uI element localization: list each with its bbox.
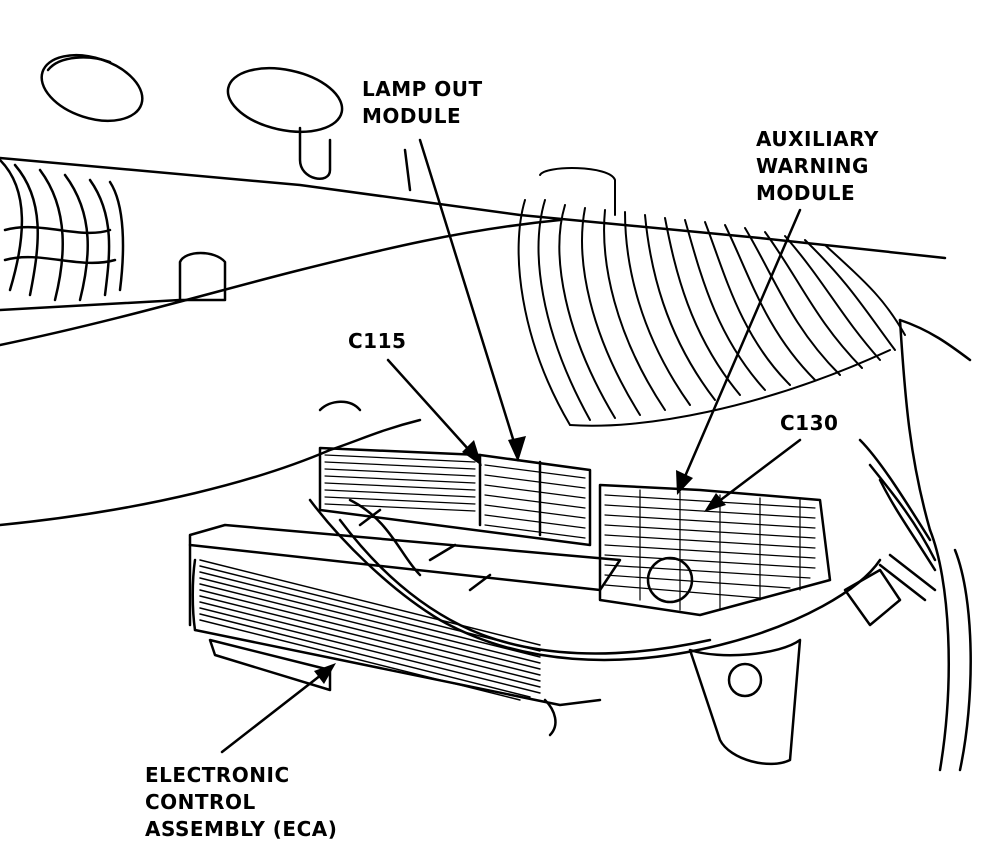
aux-warning-label-line1: AUXILIARY xyxy=(756,127,879,151)
c115-leader xyxy=(386,358,480,462)
aux-warning-label-line3: MODULE xyxy=(756,181,856,205)
eca-label-line3: ASSEMBLY (ECA) xyxy=(145,817,338,841)
panel-lower-edge xyxy=(0,218,562,347)
aux-warning-arrowhead xyxy=(676,470,693,495)
c115-arrowhead xyxy=(462,440,482,466)
c130-label: C130 xyxy=(780,410,838,437)
right-harness xyxy=(688,438,937,766)
aux-warning-module-hatch xyxy=(604,489,816,611)
right-panel-edge xyxy=(898,318,972,362)
lamp-out-label-line1: LAMP OUT xyxy=(362,77,483,101)
wiring-harness-tube xyxy=(308,498,882,662)
c115-label: C115 xyxy=(348,328,406,355)
aux-warning-module-body xyxy=(598,483,832,617)
leader-arrows xyxy=(220,138,802,754)
left-bracket xyxy=(178,251,227,302)
lamp-out-arrowhead xyxy=(508,436,526,462)
eca-leader xyxy=(220,666,332,754)
eca-fins xyxy=(199,559,541,701)
lamp-out-leader xyxy=(418,138,520,457)
left-wiring xyxy=(0,158,125,302)
lamp-out-module-body xyxy=(318,446,592,547)
eca-label-line1: ELECTRONIC xyxy=(145,763,290,787)
eca-label: ELECTRONIC CONTROL ASSEMBLY (ECA) xyxy=(145,762,337,843)
panel-upper-edge xyxy=(0,156,947,260)
aux-warning-leader xyxy=(678,208,802,490)
panel-bottom-sweep xyxy=(0,418,422,527)
center-knob xyxy=(226,67,344,133)
lamp-out-module-hatch xyxy=(324,454,586,539)
eca-arrowhead xyxy=(314,663,336,684)
c115-label-text: C115 xyxy=(348,329,407,353)
c130-label-text: C130 xyxy=(780,411,839,435)
aux-connector-ring xyxy=(646,556,694,604)
aux-warning-label-line2: WARNING xyxy=(756,154,869,178)
lamp-out-label-line2: MODULE xyxy=(362,104,462,128)
c130-arrowhead xyxy=(704,493,726,512)
auxiliary-warning-module-label: AUXILIARY WARNING MODULE xyxy=(756,126,879,207)
c130-leader xyxy=(708,438,802,510)
eca-label-line2: CONTROL xyxy=(145,790,256,814)
loose-wire xyxy=(318,400,362,412)
lamp-out-module-label: LAMP OUT MODULE xyxy=(362,76,483,130)
